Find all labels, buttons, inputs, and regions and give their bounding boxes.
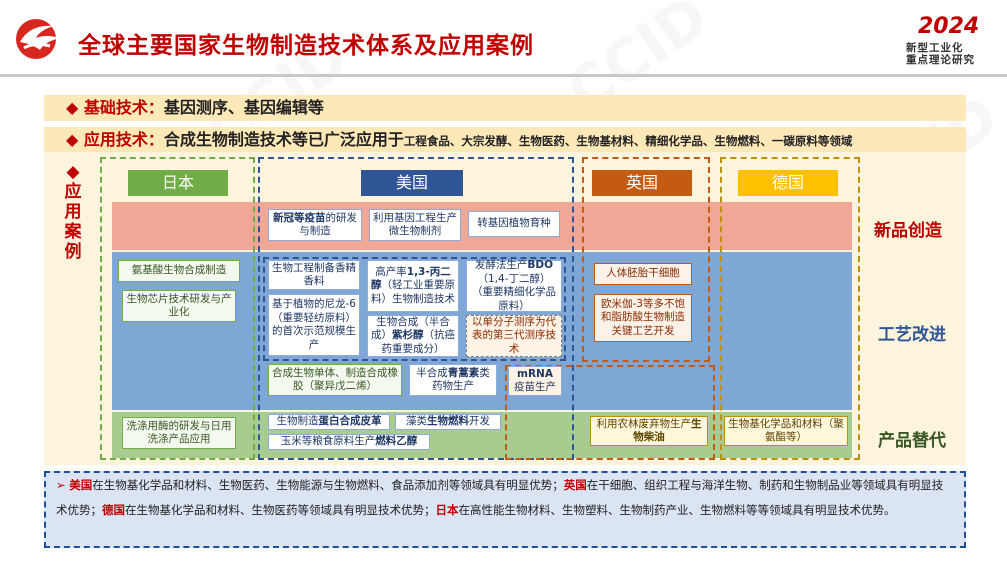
box-uk-omega3: 欧米伽-3等多不饱和脂肪酸生物制造关键工艺开发 bbox=[594, 294, 692, 342]
box-uk-waste: 利用农林废弃物生产生物柴油 bbox=[590, 416, 708, 446]
box-jp-chip: 生物芯片技术研发与产业化 bbox=[122, 290, 236, 322]
box-us-fragrance: 生物工程制备香精香料 bbox=[268, 260, 360, 290]
note-de: 德国 bbox=[102, 503, 125, 517]
box-text: 半合成 bbox=[416, 366, 448, 379]
box-text: 生物基化学品和材料 bbox=[728, 417, 823, 430]
box-text: （轻工业重要原料）生物制造技术 bbox=[371, 279, 455, 305]
badge-year: 2024 bbox=[918, 14, 980, 39]
column-uk: 英国 bbox=[592, 170, 692, 196]
box-us-seq3: 以单分子测序为代表的第三代测序技术 bbox=[466, 315, 562, 357]
uk-frame bbox=[582, 157, 710, 362]
box-text: mRNA bbox=[517, 367, 553, 380]
page-title: 全球主要国家生物制造技术体系及应用案例 bbox=[78, 33, 534, 59]
box-text: 紫杉醇 bbox=[392, 329, 424, 342]
box-us-artemisinin: 半合成青蒿素类药物生产 bbox=[409, 364, 497, 396]
application-tech-band: ◆ 应用技术：合成生物制造技术等已广泛应用于工程食品、大宗发酵、生物医药、生物基… bbox=[44, 127, 966, 153]
side-char: 案 bbox=[64, 222, 82, 242]
side-char: 用 bbox=[64, 202, 82, 222]
box-text: （抗癌药重要成分） bbox=[381, 329, 456, 355]
box-us-microbe: 利用基因工程生产微生物制剂 bbox=[369, 209, 461, 241]
row-label-substitute: 产品替代 bbox=[878, 431, 946, 451]
box-text: 开发 bbox=[469, 415, 490, 428]
box-text: 玉米等粮食原料生产 bbox=[280, 435, 376, 448]
box-text: 生物合成（半合成） bbox=[371, 315, 450, 342]
box-text: 藻类 bbox=[406, 415, 427, 428]
diamond-icon: ◆ bbox=[66, 162, 80, 182]
box-text: （聚氨酯等） bbox=[765, 417, 844, 444]
badge-line2: 重点理论研究 bbox=[906, 54, 975, 66]
application-tech-label: 应用技术： bbox=[83, 130, 164, 149]
box-text: 蛋白合成皮革 bbox=[318, 415, 382, 428]
summary-note: ➢ 美国在生物基化学品和材料、生物医药、生物能源与生物燃料、食品添加剂等领域具有… bbox=[44, 471, 966, 548]
diamond-icon: ◆ bbox=[66, 130, 84, 149]
row-label-new-product: 新品创造 bbox=[874, 221, 942, 241]
box-us-protein: 生物制造蛋白合成皮革 bbox=[268, 414, 390, 430]
box-text: 高产率 bbox=[375, 265, 407, 278]
box-text: 生物柴油 bbox=[633, 417, 702, 444]
side-label: ◆ 应 用 案 例 bbox=[60, 162, 86, 262]
arrow-icon: ➢ bbox=[56, 478, 66, 492]
usa-frame bbox=[258, 157, 574, 460]
column-germany: 德国 bbox=[738, 170, 838, 196]
basic-tech-band: ◆ 基础技术：基因测序、基因编辑等 bbox=[44, 95, 966, 121]
box-jp-amino: 氨基酸生物合成制造 bbox=[118, 260, 240, 282]
box-text: 1,3-丙二醇 bbox=[371, 265, 451, 292]
box-text: 类药物生产 bbox=[432, 366, 490, 393]
box-text: 生物燃料 bbox=[427, 415, 469, 428]
box-us-rubber: 合成生物单体、制造合成橡胶（聚异戊二烯） bbox=[268, 364, 402, 396]
japan-frame bbox=[100, 157, 255, 460]
side-char: 例 bbox=[64, 242, 82, 262]
row-label-process: 工艺改进 bbox=[878, 325, 946, 345]
basic-tech-label: 基础技术： bbox=[83, 98, 164, 117]
box-us-bdo: 发酵法生产BDO（1,4-丁二醇）（重要精细化学品原料） bbox=[466, 259, 562, 312]
box-text: 的研发与制造 bbox=[299, 211, 357, 238]
note-de-text: 在生物基化学品和材料、生物医药等领域具有明显技术优势； bbox=[125, 503, 436, 517]
box-text: 新冠等疫苗 bbox=[273, 211, 326, 224]
box-text: BDO bbox=[527, 259, 554, 271]
box-text: （1,4-丁二醇）（重要精细化学品原料） bbox=[472, 272, 556, 312]
note-jp-text: 在高性能生物材料、生物塑料、生物制药产业、生物燃料等等领域具有明显技术优势。 bbox=[458, 503, 896, 517]
box-us-nylon: 基于植物的尼龙-6（重要轻纺原料）的首次示范规模生产 bbox=[268, 294, 360, 356]
badge-line1: 新型工业化 bbox=[906, 42, 964, 54]
box-de-material: 生物基化学品和材料（聚氨酯等） bbox=[724, 416, 848, 446]
note-us: 美国 bbox=[69, 478, 93, 492]
box-text: 疫苗生产 bbox=[514, 381, 556, 393]
box-text: 利用农林废弃物生产 bbox=[596, 417, 692, 430]
diamond-icon: ◆ bbox=[66, 98, 84, 117]
box-text: 青蒿素 bbox=[447, 366, 480, 379]
usa-process-frame bbox=[263, 257, 566, 361]
application-tech-text: 合成生物制造技术等已广泛应用于 bbox=[163, 130, 404, 149]
box-us-algae: 藻类生物燃料开发 bbox=[395, 414, 501, 430]
note-us-text: 在生物基化学品和材料、生物医药、生物能源与生物燃料、食品添加剂等领域具有明显优势… bbox=[92, 478, 564, 492]
box-us-ethanol: 玉米等粮食原料生产燃料乙醇 bbox=[268, 434, 430, 450]
germany-frame bbox=[720, 157, 860, 460]
column-usa: 美国 bbox=[361, 170, 463, 196]
uk-substitute-frame bbox=[505, 365, 715, 460]
box-text: 发酵法生产 bbox=[474, 259, 528, 271]
side-char: 应 bbox=[64, 182, 82, 202]
box-us-gm-crop: 转基因植物育种 bbox=[468, 211, 560, 237]
box-us-vaccine: 新冠等疫苗的研发与制造 bbox=[268, 209, 362, 241]
column-japan: 日本 bbox=[128, 170, 228, 196]
note-jp: 日本 bbox=[435, 503, 459, 517]
ccid-logo-icon bbox=[10, 12, 66, 62]
note-uk-text: 在干细胞、组织工程与海洋生物、制药和生物制品业等领域具有明显技术优势； bbox=[56, 478, 944, 517]
note-uk: 英国 bbox=[563, 478, 587, 492]
application-fields: 工程食品、大宗发酵、生物医药、生物基材料、精细化学品、生物燃料、一碳原料等领域 bbox=[403, 134, 853, 148]
box-uk-stemcell: 人体胚胎干细胞 bbox=[594, 263, 692, 285]
box-text: 生物制造 bbox=[276, 415, 319, 428]
box-us-pdo: 高产率1,3-丙二醇（轻工业重要原料）生物制造技术 bbox=[367, 260, 459, 312]
box-jp-enzyme: 洗涤用酶的研发与日用洗涤产品应用 bbox=[122, 417, 236, 449]
box-us-taxol: 生物合成（半合成）紫杉醇（抗癌药重要成分） bbox=[367, 315, 459, 357]
header-divider bbox=[0, 74, 1007, 77]
box-text: 燃料乙醇 bbox=[375, 435, 418, 448]
basic-tech-text: 基因测序、基因编辑等 bbox=[163, 98, 324, 117]
